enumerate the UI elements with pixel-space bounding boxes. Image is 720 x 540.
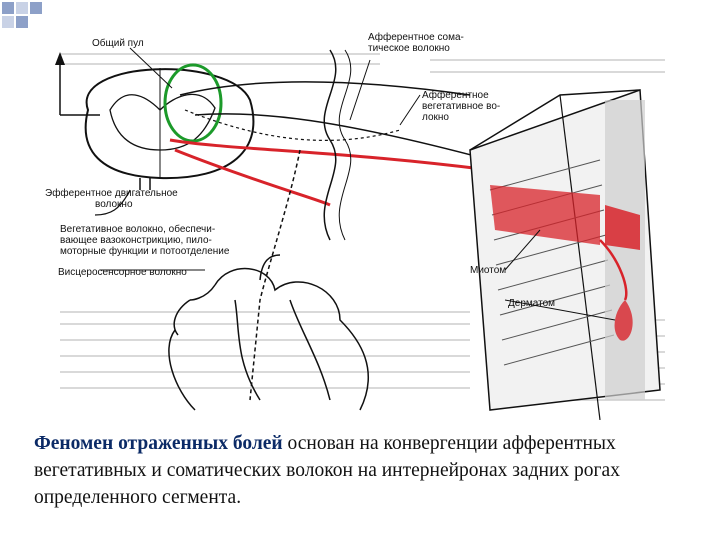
label-viscerosensory: Висцеросенсорное волокно bbox=[58, 267, 187, 278]
referred-pain-diagram: Общий пул Афферентное сома- тическое вол… bbox=[0, 0, 720, 420]
label-common-path: Общий пул bbox=[92, 37, 144, 49]
label-afferent-somatic: Афферентное сома- тическое волокно bbox=[368, 31, 467, 54]
caption-highlight: Феномен отраженных болей bbox=[34, 433, 283, 454]
ascending-arrow bbox=[55, 52, 100, 115]
convergence-zone-circle bbox=[165, 65, 221, 141]
label-dermatome: Дерматом bbox=[508, 298, 555, 309]
label-efferent-motor: Эфферентное двигательное волокно bbox=[45, 187, 181, 210]
caption-paragraph: Феномен отраженных болей основан на конв… bbox=[34, 430, 694, 511]
label-afferent-vegetative: Афферентное вегетативное во- локно bbox=[422, 89, 503, 123]
heart-illustration bbox=[169, 255, 368, 410]
sympathetic-chain bbox=[324, 50, 336, 240]
label-myotome: Миотом bbox=[470, 265, 506, 276]
sympathetic-chain-outline bbox=[339, 50, 351, 240]
body-wall-section bbox=[470, 90, 660, 420]
label-vegetative-fiber: Вегетативное волокно, обеспечи- вающее в… bbox=[60, 223, 230, 257]
